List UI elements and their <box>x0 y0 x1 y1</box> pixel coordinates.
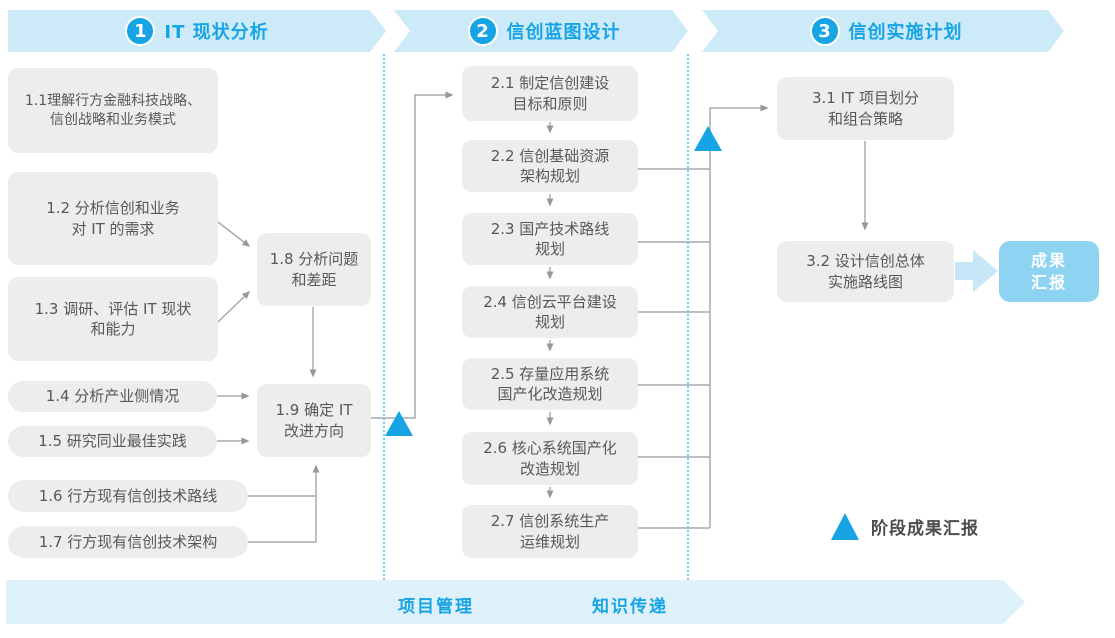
phase-divider-dotted-line <box>687 54 689 580</box>
step-label: 运维规划 <box>519 532 580 551</box>
step-label: 规划 <box>534 240 565 258</box>
result-report-box: 成果 汇报 <box>999 241 1099 302</box>
result-label: 汇报 <box>1030 272 1067 292</box>
step-label: 1.8 分析问题 <box>269 250 359 269</box>
step-box-1-4: 1.4 分析产业侧情况 <box>8 381 217 412</box>
phase-title: IT 现状分析 <box>164 22 269 43</box>
step-box-2-5: 2.5 存量应用系统 国产化改造规划 <box>462 358 638 410</box>
phase-title: 信创蓝图设计 <box>506 22 621 43</box>
step-label: 1.2 分析信创和业务 <box>46 199 180 218</box>
step-label: 2.2 信创基础资源 <box>490 146 610 165</box>
footer-label-project-management: 项目管理 <box>398 597 474 617</box>
step-label: 和差距 <box>291 270 337 289</box>
step-box-2-1: 2.1 制定信创建设 目标和原则 <box>462 66 638 121</box>
step-label: 1.7 行方现有信创技术架构 <box>38 532 218 551</box>
result-arrow-icon <box>955 250 998 292</box>
phase-number-badge: 3 <box>810 16 840 46</box>
step-label: 1.5 研究同业最佳实践 <box>38 432 187 451</box>
step-box-2-6: 2.6 核心系统国产化 改造规划 <box>462 432 638 485</box>
step-box-2-7: 2.7 信创系统生产 运维规划 <box>462 505 638 558</box>
step-label: 改造规划 <box>519 459 580 478</box>
step-label: 对 IT 的需求 <box>71 219 155 238</box>
step-box-2-4: 2.4 信创云平台建设 规划 <box>462 286 638 338</box>
step-label: 和能力 <box>90 320 136 338</box>
milestone-triangle-icon <box>385 411 413 436</box>
step-label: 架构规划 <box>519 167 580 185</box>
step-label: 规划 <box>534 313 565 331</box>
step-label: 2.1 制定信创建设 <box>490 74 610 93</box>
phase-banner-2: 2 信创蓝图设计 <box>394 10 688 52</box>
step-box-2-2: 2.2 信创基础资源 架构规划 <box>462 140 638 192</box>
step-label: 1.9 确定 IT <box>275 401 353 420</box>
step-label: 1.6 行方现有信创技术路线 <box>38 486 218 505</box>
legend: 阶段成果汇报 <box>830 511 979 541</box>
phase-banner-1: 1 IT 现状分析 <box>8 10 386 52</box>
step-label: 3.2 设计信创总体 <box>806 252 925 271</box>
step-label: 2.6 核心系统国产化 <box>483 439 617 458</box>
step-label: 2.4 信创云平台建设 <box>483 292 617 311</box>
step-label: 目标和原则 <box>512 94 588 113</box>
footer-ribbon <box>6 580 1025 624</box>
step-box-1-8: 1.8 分析问题 和差距 <box>257 233 371 306</box>
step-box-1-5: 1.5 研究同业最佳实践 <box>8 426 217 457</box>
step-box-1-7: 1.7 行方现有信创技术架构 <box>8 526 248 558</box>
phase-number-badge: 1 <box>125 16 155 46</box>
step-box-1-9: 1.9 确定 IT 改进方向 <box>257 384 371 457</box>
step-label: 和组合策略 <box>827 109 903 128</box>
milestone-triangle-icon <box>831 513 859 540</box>
step-label: 2.3 国产技术路线 <box>490 219 610 238</box>
step-label: 信创战略和业务模式 <box>50 111 176 128</box>
step-label: 国产化改造规划 <box>497 385 603 403</box>
step-box-1-1: 1.1理解行方金融科技战略、 信创战略和业务模式 <box>8 68 218 153</box>
step-label: 2.5 存量应用系统 <box>490 364 610 383</box>
step-label: 1.1理解行方金融科技战略、 <box>24 92 202 109</box>
step-box-1-2: 1.2 分析信创和业务 对 IT 的需求 <box>8 172 218 265</box>
footer-label-knowledge-transfer: 知识传递 <box>592 597 668 617</box>
step-label: 实施路线图 <box>827 272 903 291</box>
phase-number-badge: 2 <box>468 16 498 46</box>
step-box-1-6: 1.6 行方现有信创技术路线 <box>8 480 248 512</box>
phase-banner-3: 3 信创实施计划 <box>702 10 1064 52</box>
step-box-3-2: 3.2 设计信创总体 实施路线图 <box>777 241 954 302</box>
step-label: 3.1 IT 项目划分 <box>812 89 919 108</box>
step-label: 2.7 信创系统生产 <box>490 512 610 531</box>
result-label: 成果 <box>1030 250 1067 270</box>
step-label: 1.4 分析产业侧情况 <box>45 387 180 406</box>
step-box-2-3: 2.3 国产技术路线 规划 <box>462 213 638 265</box>
milestone-triangle-icon <box>694 126 722 151</box>
phase-title: 信创实施计划 <box>848 22 963 43</box>
step-box-3-1: 3.1 IT 项目划分 和组合策略 <box>777 77 954 140</box>
legend-label: 阶段成果汇报 <box>871 518 979 539</box>
step-label: 1.3 调研、评估 IT 现状 <box>34 299 192 318</box>
step-label: 改进方向 <box>283 421 344 440</box>
phase-divider-dotted-line <box>383 54 385 580</box>
step-box-1-3: 1.3 调研、评估 IT 现状 和能力 <box>8 277 218 361</box>
